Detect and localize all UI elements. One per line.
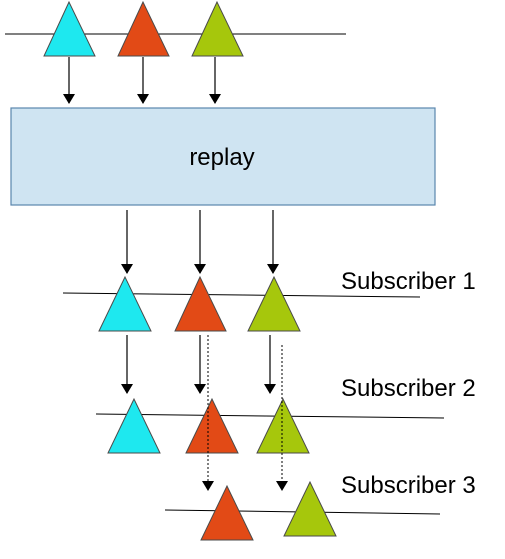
input-arrows bbox=[63, 57, 221, 104]
subscriber-3-item-green bbox=[283, 480, 337, 537]
replay-label: replay bbox=[189, 144, 254, 171]
source-stream bbox=[5, 0, 346, 57]
replay-box bbox=[10, 107, 436, 206]
subscriber-1-item-cyan bbox=[98, 275, 152, 332]
subscriber-1-item-green bbox=[247, 275, 301, 332]
subscriber-2-stream: Subscriber 2 bbox=[95, 375, 476, 454]
subscriber-1-item-orange bbox=[174, 275, 227, 332]
subscriber-2-arrows bbox=[121, 335, 276, 394]
subscriber-2-item-cyan bbox=[107, 397, 161, 454]
subscriber-3-stream: Subscriber 3 bbox=[164, 472, 476, 541]
subscriber-3-label: Subscriber 3 bbox=[341, 472, 476, 499]
output-arrows bbox=[121, 210, 279, 274]
source-item-orange bbox=[117, 0, 170, 57]
subscriber-2-item-green bbox=[256, 397, 310, 454]
source-item-green bbox=[191, 0, 244, 57]
subscriber-3-arrows bbox=[202, 335, 288, 491]
subscriber-1-stream: Subscriber 1 bbox=[62, 268, 476, 332]
subscriber-2-timeline bbox=[95, 413, 445, 419]
subscriber-3-item-orange bbox=[200, 484, 254, 541]
source-item-cyan bbox=[43, 0, 96, 57]
subscriber-1-label: Subscriber 1 bbox=[341, 268, 476, 295]
subscriber-2-item-orange bbox=[185, 397, 239, 454]
subscriber-2-label: Subscriber 2 bbox=[341, 375, 476, 402]
replay-operator: replay bbox=[10, 107, 436, 206]
